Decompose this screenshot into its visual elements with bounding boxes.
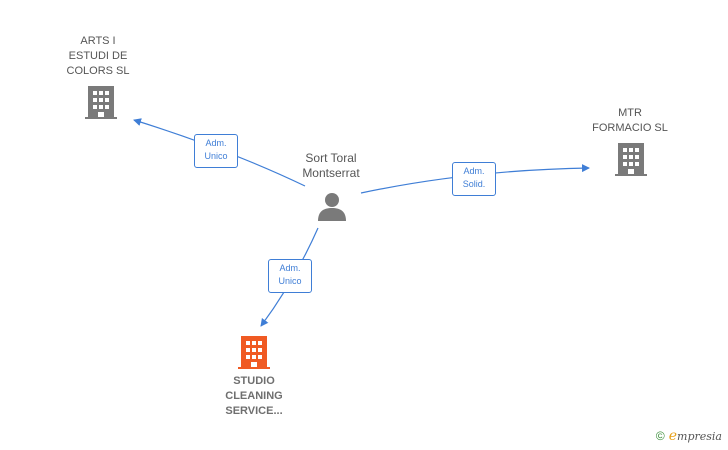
building-icon[interactable] [615,141,647,177]
edge-label-studio: Adm. Unico [268,259,312,293]
company-label-arts[interactable]: ARTS I ESTUDI DE COLORS SL [66,35,130,77]
building-icon[interactable] [85,84,117,120]
building-icon[interactable] [238,334,270,370]
company-label-studio[interactable]: STUDIO CLEANING SERVICE... [225,375,283,417]
company-label-mtr[interactable]: MTR FORMACIO SL [592,107,668,134]
edge-label-arts: Adm. Unico [194,134,238,168]
edge-label-mtr: Adm. Solid. [452,162,496,196]
copyright-symbol: © [655,429,665,443]
brand-logo: empresia [668,428,722,444]
person-icon[interactable] [316,191,348,221]
footer-brand: © empresia [656,428,722,444]
person-label[interactable]: Sort Toral Montserrat [302,151,360,180]
